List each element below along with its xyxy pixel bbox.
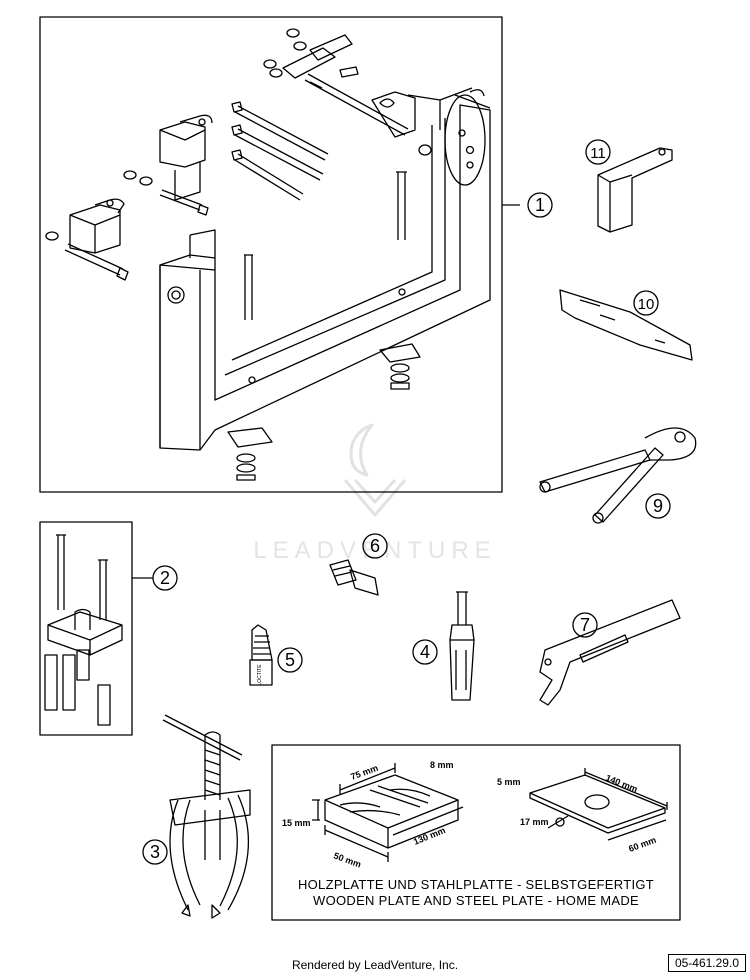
steel-dim-hole: 17 mm [520, 817, 549, 827]
holding-bracket [597, 147, 673, 233]
wooden-plate-drawing [312, 763, 464, 862]
assembly-box-1 [39, 16, 503, 493]
gear-puller [162, 714, 251, 919]
bearing-puller-set [44, 534, 123, 726]
callout-11 [585, 139, 611, 165]
homemade-plates-box [271, 744, 681, 921]
watermark-text: LEADVENTURE [253, 537, 496, 564]
footer-credit[interactable]: Rendered by LeadVenture, Inc. [291, 958, 459, 972]
wood-dim-width: 50 mm [332, 850, 362, 869]
assembly-box-2 [39, 521, 133, 736]
steel-plate-drawing [529, 768, 668, 841]
engine-stand-frame [159, 87, 491, 481]
callout-number-6: 6 [370, 536, 380, 556]
callout-3 [142, 839, 168, 865]
callout-10 [633, 290, 659, 316]
pin-spanner [539, 427, 697, 524]
caption-german: HOLZPLATTE UND STAHLPLATTE - SELBSTGEFER… [298, 877, 654, 892]
callout-number-2: 2 [160, 568, 170, 588]
callout-9 [645, 493, 671, 519]
wood-dim-length: 130 mm [412, 825, 447, 847]
slide-hammer [449, 591, 475, 701]
wood-dim-height: 15 mm [282, 818, 311, 828]
frame-brackets [45, 28, 432, 281]
holding-wrench [539, 599, 681, 706]
callout-number-4: 4 [420, 642, 430, 662]
callout-number-10: 10 [638, 296, 655, 313]
caption-english: WOODEN PLATE AND STEEL PLATE - HOME MADE [313, 893, 639, 908]
wood-dim-groove: 8 mm [430, 760, 454, 770]
callout-number-1: 1 [535, 195, 545, 215]
loctite-tube [249, 624, 273, 686]
threaded-adapter [329, 559, 379, 596]
steel-dim-width: 60 mm [627, 835, 657, 854]
callout-6 [362, 533, 388, 559]
callout-1 [502, 192, 553, 218]
callout-5 [277, 647, 303, 673]
callout-number-9: 9 [653, 496, 663, 516]
diagram-reference-number: 05-461.29.0 [667, 954, 746, 972]
feeler-gauge [559, 289, 693, 361]
callout-number-3: 3 [150, 842, 160, 862]
steel-dim-thickness: 5 mm [497, 777, 521, 787]
callout-2 [132, 565, 178, 591]
loctite-label: LOCTITE [257, 664, 263, 686]
watermark-logo [343, 423, 407, 517]
steel-dim-length: 140 mm [604, 773, 639, 795]
callout-number-7: 7 [580, 615, 590, 635]
callout-number-5: 5 [285, 650, 295, 670]
callout-number-11: 11 [590, 145, 606, 162]
callout-4 [412, 639, 438, 665]
wood-dim-top: 75 mm [349, 763, 379, 782]
callout-7 [572, 612, 598, 638]
